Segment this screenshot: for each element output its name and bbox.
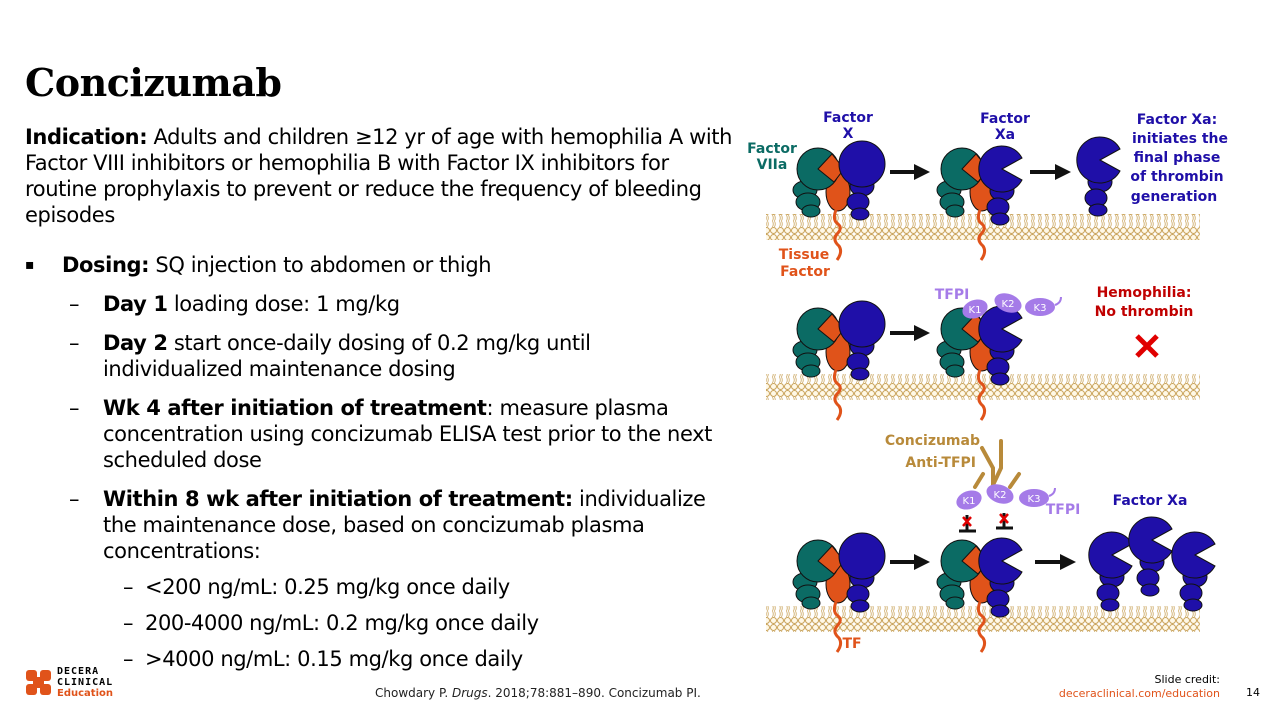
factor-xa-free: [1077, 137, 1120, 216]
tfpi-molecule: K1 K2 K3: [962, 293, 1062, 319]
tf-viia-x-complex: [793, 301, 885, 420]
dosing-item-bold: Wk 4 after initiation of treatment: [103, 396, 487, 420]
credit-link[interactable]: deceraclinical.com/education: [1058, 687, 1220, 700]
antibody-icon: [973, 439, 1021, 489]
label-hemophilia: Hemophilia:No thrombin: [1095, 285, 1194, 320]
label-factor-xa: Factor Xa: [1113, 493, 1188, 509]
decera-logo-mark-icon: [26, 669, 51, 695]
k1-label: K1: [969, 305, 982, 316]
tf-viia-x-complex: [793, 533, 885, 652]
dash-bullet: –: [69, 292, 80, 316]
k3-label: K3: [1028, 494, 1041, 505]
dash-bullet: –: [69, 396, 80, 420]
dash-bullet: –: [69, 487, 80, 511]
dash-bullet: –: [123, 647, 134, 671]
dosing-label: Dosing:: [62, 253, 150, 277]
tf-viia-x-complex: [793, 141, 885, 260]
dosing-item-bold: Day 1: [103, 292, 168, 316]
dose-tier-text: 200-4000 ng/mL: 0.2 mg/kg once daily: [145, 611, 539, 635]
tf-viia-xa-complex: [937, 146, 1022, 260]
k1-label: K1: [963, 496, 976, 507]
decera-logo: DECERA CLINICAL Education: [25, 666, 113, 699]
blocked-inhibition-icon: [959, 513, 1013, 533]
label-tf: TF: [842, 636, 861, 652]
k2-label: K2: [994, 490, 1007, 501]
dosing-item-bold: Day 2: [103, 331, 168, 355]
credit-label: Slide credit:: [1154, 673, 1221, 686]
slide-credit: Slide credit: deceraclinical.com/educati…: [1059, 673, 1220, 701]
reference-author: Chowdary P.: [375, 686, 452, 700]
dose-tier: –>4000 ng/mL: 0.15 mg/kg once daily: [25, 646, 735, 672]
k3-label: K3: [1034, 303, 1047, 314]
indication-text: Adults and children ≥12 yr of age with h…: [25, 125, 733, 227]
dosing-item: –Within 8 wk after initiation of treatme…: [25, 486, 735, 564]
tfpi-molecule: K1 K2 K3: [956, 484, 1056, 510]
dose-tier-text: <200 ng/mL: 0.25 mg/kg once daily: [145, 575, 510, 599]
dosing-text: SQ injection to abdomen or thigh: [149, 253, 492, 277]
dosing-item-text: : measure plasma concentration using con…: [103, 396, 712, 472]
dosing-item: –Wk 4 after initiation of treatment: mea…: [25, 395, 735, 473]
dosing-bullet: ▪ Dosing: SQ injection to abdomen or thig…: [25, 252, 735, 278]
dosing-item-text: start once-daily dosing of 0.2 mg/kg unt…: [103, 331, 591, 381]
dosing-item-text: loading dose: 1 mg/kg: [167, 292, 400, 316]
slide-body: Indication: Adults and children ≥12 yr o…: [25, 124, 735, 672]
dose-tier: –<200 ng/mL: 0.25 mg/kg once daily: [25, 574, 735, 600]
dash-bullet: –: [123, 611, 134, 635]
page-number: 14: [1246, 686, 1260, 699]
reference-journal: Drugs: [451, 686, 488, 700]
logo-line: CLINICAL: [57, 677, 114, 688]
no-thrombin-x-icon: [1135, 334, 1159, 358]
bullet-square: ▪: [25, 257, 35, 273]
dash-bullet: –: [69, 331, 80, 355]
k2-label: K2: [1002, 299, 1015, 310]
label-tfpi: TFPI: [1046, 502, 1081, 518]
dash-bullet: –: [123, 575, 134, 599]
label-tfpi: TFPI: [935, 287, 970, 303]
dosing-item-bold: Within 8 wk after initiation of treatmen…: [103, 487, 573, 511]
tf-viia-xa-complex: [937, 538, 1022, 652]
reference-details: . 2018;78:881–890. Concizumab PI.: [487, 686, 701, 700]
factor-xa-free: [1172, 532, 1215, 611]
reference: Chowdary P. Drugs. 2018;78:881–890. Conc…: [375, 686, 701, 700]
dosing-item: –Day 2 start once-daily dosing of 0.2 mg…: [25, 330, 735, 382]
dosing-item-text: individualize the maintenance dose, base…: [103, 487, 706, 563]
tfpi-inhibited-complex: [937, 306, 1022, 420]
dose-tier: –200-4000 ng/mL: 0.2 mg/kg once daily: [25, 610, 735, 636]
logo-line: Education: [57, 688, 113, 699]
dosing-item: –Day 1 loading dose: 1 mg/kg: [25, 291, 735, 317]
slide-title: Concizumab: [25, 60, 282, 105]
logo-text: DECERA CLINICAL Education: [57, 666, 113, 699]
logo-line: DECERA: [57, 666, 100, 677]
dose-tier-text: >4000 ng/mL: 0.15 mg/kg once daily: [145, 647, 523, 671]
factor-xa-free: [1089, 532, 1132, 611]
factor-xa-free: [1129, 517, 1172, 596]
indication-label: Indication:: [25, 125, 148, 149]
indication-paragraph: Indication: Adults and children ≥12 yr o…: [25, 124, 735, 228]
